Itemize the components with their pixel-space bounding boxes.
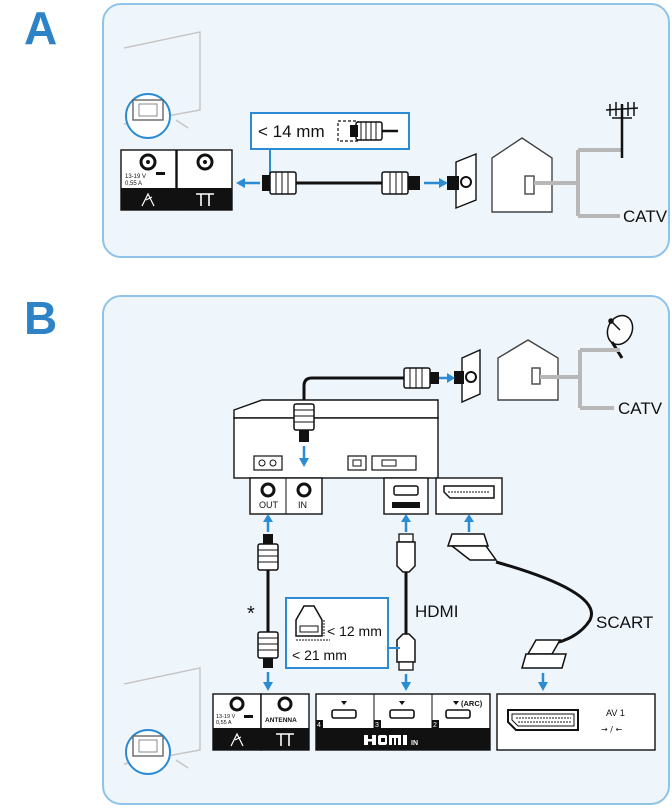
av-label: AV 1 [606,708,625,718]
section-a-letter: A [24,2,57,54]
coax-cable-b-lower [257,534,279,668]
sat-current-label: 0,55 A [125,181,142,187]
antenna-symbol-icon [276,733,294,746]
distribution-lines-b [540,348,620,410]
hdmi-port-2: 2 [433,722,437,729]
coax-cable-a [262,171,420,195]
hdmi-port-3: 3 [375,722,379,729]
tv-jack-panel-b: 13-19 V 0,55 A ANTENNA [212,693,310,751]
av-arrows: → / ← [601,725,622,734]
out-label: OUT [259,500,279,510]
wall-socket-icon [447,152,477,210]
box-hdmi-port [383,477,429,515]
antenna-symbol-icon [196,193,214,206]
catv-label-a: CATV [623,207,668,226]
section-b-letter: B [24,292,57,344]
arrow-to-tv-antenna [263,672,273,691]
satellite-symbol-icon [141,192,155,207]
arrow-to-wall-a [424,178,448,188]
antenna-jack-label: ANTENNA [265,717,297,724]
hdmi-cable-label: HDMI [415,602,458,621]
measure-label-a: < 14 mm [258,122,325,141]
catv-label-b: CATV [618,399,663,418]
hdmi-in-label: IN [411,740,418,747]
arrow-into-box-in [299,446,309,467]
arrow-to-tv-scart [538,673,548,691]
antenna-icon [605,102,639,158]
hdmi-port-4: 4 [317,722,321,729]
sat-power-label: 13-19 V [125,174,146,180]
hdmi-cable [396,533,416,671]
distribution-lines-a [534,148,622,218]
coax-plug-icon [350,121,398,141]
hdmi-dimension-callout: < 12 mm < 21 mm [285,597,400,669]
arrow-to-tv-hdmi [401,674,411,691]
sat-current-label-b: 0,55 A [216,720,232,726]
arrows-to-box-ports [263,514,474,532]
box-scart-port [435,477,503,515]
dim-small-label: < 12 mm [327,623,382,639]
arrow-to-tv-a [236,178,260,188]
coax-cable-b-upper [302,376,404,406]
set-top-box [233,399,439,479]
dim-large-label: < 21 mm [292,647,347,663]
satellite-symbol-icon [230,732,244,747]
sat-power-label-b: 13-19 V [216,714,236,720]
scart-label: SCART [596,613,653,632]
in-label: IN [298,500,307,510]
wall-socket-icon [454,348,481,404]
satellite-dish-icon [606,314,634,359]
tv-hdmi-panel: (ARC) 4 3 2 IN [315,693,491,751]
tv-jack-panel-a: 13-19 V 0,55 A [120,149,233,211]
box-rf-panel: OUT IN [249,477,323,515]
measure-callout-a: < 14 mm [250,112,410,184]
jack-magnifier-icon [125,93,171,139]
arc-label: (ARC) [461,699,483,708]
tv-av-panel: AV 1 → / ← [496,693,656,751]
jack-magnifier-icon [125,729,171,775]
scart-cable [446,533,593,669]
asterisk-note: * [247,603,255,625]
coax-plug-icon [293,403,315,442]
